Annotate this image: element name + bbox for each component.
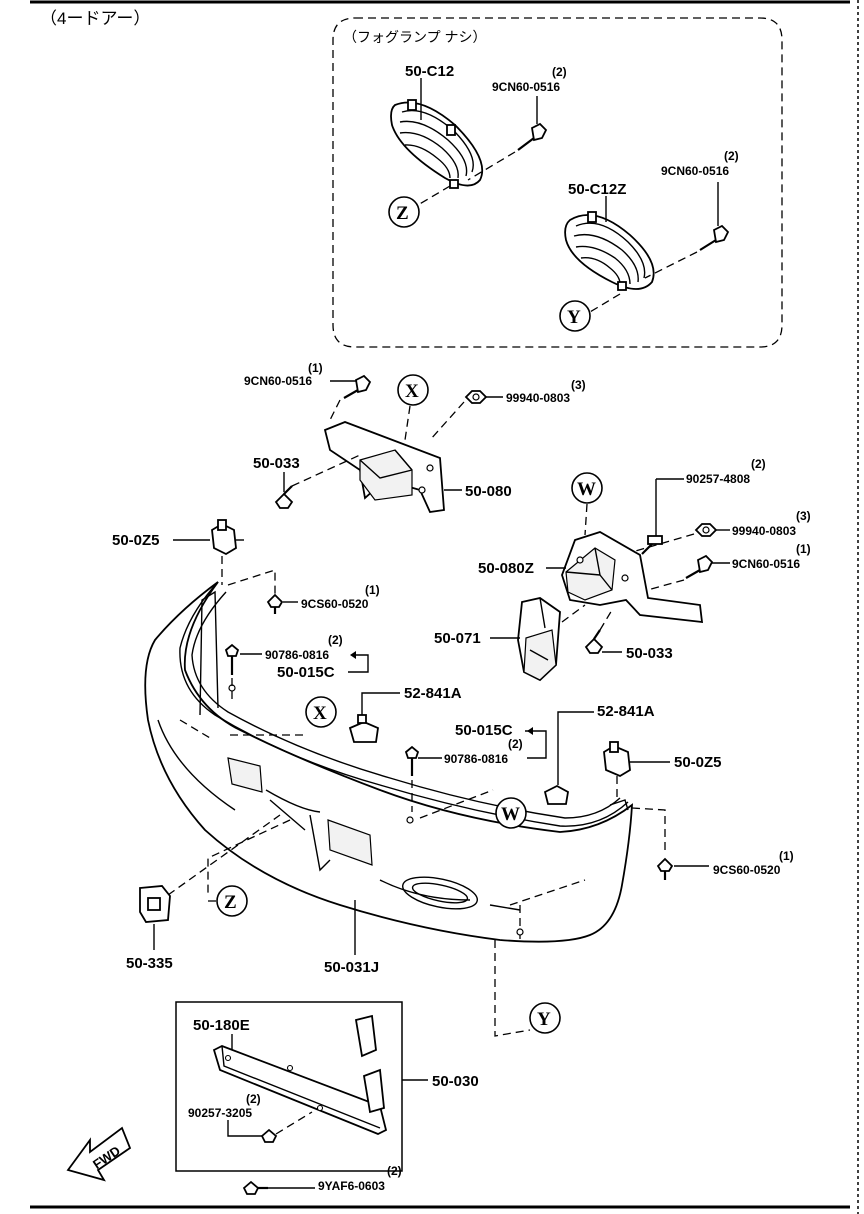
qty-90786-a: (2)	[328, 633, 343, 647]
label-50-033-a: 50-033	[253, 455, 300, 472]
bolt-icon	[404, 745, 420, 776]
qty-90257-4808: (2)	[751, 457, 766, 471]
callout-y-bot	[529, 1002, 561, 1034]
clip-left-icon	[211, 519, 244, 556]
header-title: （4ードアー）	[40, 9, 150, 28]
qty-9cs60-a: (1)	[365, 583, 380, 597]
nut-icon	[464, 390, 488, 404]
callout-x-mid	[305, 696, 337, 728]
qty-9cn60-a: (2)	[552, 65, 567, 79]
fog-cover-right-shape	[564, 211, 655, 291]
fog-box: （フォグランプ ナシ） 50-C12 (2) 9CN60-0516 Z	[332, 17, 783, 348]
callout-w-mid	[495, 797, 527, 829]
label-9cn60-a: 9CN60-0516	[492, 80, 560, 94]
qty-9cn60-c: (1)	[308, 361, 323, 375]
reinforcement-50-180e-shape	[212, 1014, 388, 1135]
label-9cs60-a: 9CS60-0520	[301, 597, 369, 611]
svg-text:X: X	[405, 381, 419, 402]
svg-text:Y: Y	[537, 1009, 551, 1030]
bolt-icon	[260, 1128, 278, 1143]
callout-z-top	[388, 196, 420, 228]
bracket-50-071-shape	[517, 597, 561, 682]
qty-9cn60-b: (2)	[724, 149, 739, 163]
label-50-0z5-a: 50-0Z5	[112, 532, 160, 549]
bolt-icon	[242, 1180, 268, 1195]
clip-icon	[266, 593, 284, 614]
svg-text:W: W	[501, 804, 520, 825]
label-50-c12: 50-C12	[405, 63, 454, 80]
label-50-015c-b: 50-015C	[455, 722, 513, 739]
nut-icon	[694, 523, 718, 537]
label-50-180e: 50-180E	[193, 1017, 250, 1034]
qty-9cn60-d: (1)	[796, 542, 811, 556]
svg-text:X: X	[313, 703, 327, 724]
nut-clip-icon	[348, 714, 379, 743]
screw-icon	[699, 224, 730, 251]
qty-90786-b: (2)	[508, 737, 523, 751]
fog-note: （フォグランプ ナシ）	[343, 29, 486, 45]
label-50-0z5-b: 50-0Z5	[674, 754, 722, 771]
clip-icon	[656, 857, 674, 880]
qty-99940-b: (3)	[796, 509, 811, 523]
label-99940-b: 99940-0803	[732, 524, 796, 538]
clip-icon	[584, 629, 604, 654]
svg-text:W: W	[577, 479, 596, 500]
bracket-50-080z-shape	[561, 531, 704, 624]
clip-right-icon	[603, 741, 631, 778]
qty-9yaf6: (2)	[387, 1164, 402, 1178]
label-99940-a: 99940-0803	[506, 391, 570, 405]
label-90257-4808: 90257-4808	[686, 472, 750, 486]
bolt-icon	[641, 535, 663, 555]
label-9cn60-b: 9CN60-0516	[661, 164, 729, 178]
svg-text:Z: Z	[396, 203, 409, 224]
callout-z-bot	[216, 885, 248, 917]
clip-icon	[274, 485, 294, 509]
label-52-841a-a: 52-841A	[404, 685, 462, 702]
label-90257-3205: 90257-3205	[188, 1106, 252, 1120]
qty-99940-a: (3)	[571, 378, 586, 392]
label-9cn60-c: 9CN60-0516	[244, 374, 312, 388]
callout-x-top	[397, 374, 429, 406]
label-50-031j: 50-031J	[324, 959, 379, 976]
label-90786-a: 90786-0816	[265, 648, 329, 662]
bracket-50-335-shape	[139, 885, 171, 923]
label-50-015c-a: 50-015C	[277, 664, 335, 681]
label-50-030: 50-030	[432, 1073, 479, 1090]
label-50-080: 50-080	[465, 483, 512, 500]
label-50-335: 50-335	[126, 955, 173, 972]
qty-90257-3205: (2)	[246, 1092, 261, 1106]
label-9yaf6: 9YAF6-0603	[318, 1179, 385, 1193]
screw-icon	[343, 374, 372, 399]
svg-text:Y: Y	[567, 307, 581, 328]
screw-icon	[685, 554, 714, 579]
reinforcement-box	[175, 1001, 403, 1172]
fwd-arrow-icon: FWD	[66, 1126, 132, 1182]
label-50-071: 50-071	[434, 630, 481, 647]
bumper-50-031j-shape	[144, 581, 634, 943]
bracket-50-080-shape	[323, 421, 445, 513]
label-90786-b: 90786-0816	[444, 752, 508, 766]
callout-w-top	[571, 472, 603, 504]
label-9cs60-b: 9CS60-0520	[713, 863, 781, 877]
qty-9cs60-b: (1)	[779, 849, 794, 863]
label-9cn60-d: 9CN60-0516	[732, 557, 800, 571]
label-50-080z: 50-080Z	[478, 560, 534, 577]
label-50-033-b: 50-033	[626, 645, 673, 662]
nut-clip-icon	[543, 784, 569, 805]
bolt-icon	[224, 643, 240, 675]
screw-icon	[517, 122, 548, 151]
label-50-c12z: 50-C12Z	[568, 181, 626, 198]
fog-cover-left-shape	[390, 99, 484, 189]
callout-y-top	[559, 300, 591, 332]
label-52-841a-b: 52-841A	[597, 703, 655, 720]
svg-text:Z: Z	[224, 892, 237, 913]
